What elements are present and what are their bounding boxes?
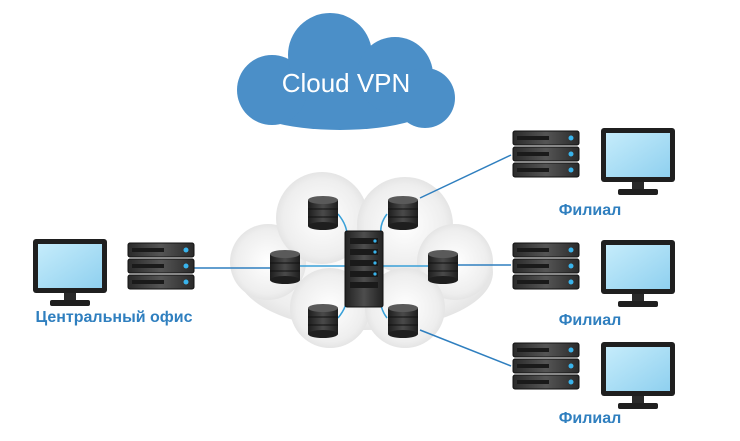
database-server-icon xyxy=(387,303,419,339)
branch-monitor-icon xyxy=(601,240,675,307)
database-server-icon xyxy=(427,249,459,285)
branch-label: Филиал xyxy=(559,312,622,329)
branch-server-icon xyxy=(512,242,580,290)
connection-lines xyxy=(193,154,512,367)
central-office-server-icon xyxy=(127,242,195,290)
database-server-icon xyxy=(387,195,419,231)
cloud-vpn-icon xyxy=(237,13,455,130)
branch-label: Филиал xyxy=(559,410,622,427)
central-office-label: Центральный офис xyxy=(35,309,192,326)
central-office-monitor-icon xyxy=(33,239,107,306)
database-server-icon xyxy=(269,249,301,285)
cloud-vpn-title: Cloud VPN xyxy=(282,68,411,98)
database-server-icon xyxy=(307,303,339,339)
branch-server-icon xyxy=(512,342,580,390)
central-server-icon xyxy=(344,230,384,308)
branch-server-icon xyxy=(512,130,580,178)
database-server-icon xyxy=(307,195,339,231)
branch-label: Филиал xyxy=(559,202,622,219)
branch-monitor-icon xyxy=(601,128,675,195)
branch-monitor-icon xyxy=(601,342,675,409)
